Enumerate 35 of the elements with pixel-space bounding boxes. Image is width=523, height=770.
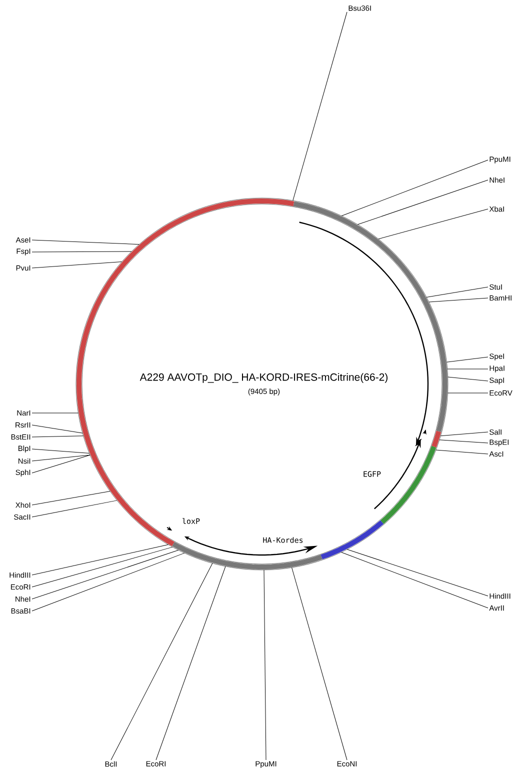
leader-line [436,450,488,454]
leader-line [292,567,348,760]
leader-line [264,570,266,760]
leader-line [32,262,122,268]
leader-line [440,432,488,436]
leader-line [110,563,213,760]
leader-line [357,180,488,225]
leader-line [346,549,488,596]
leader-line [32,552,185,612]
leader-line [32,454,90,474]
leader-line [32,412,79,414]
leader-line [32,491,110,506]
leader-line [426,286,488,298]
leader-line [32,500,118,518]
map-title: A229 AAVOTp_DIO_ HA-KORD-IRES-mCitrine(66-2) [140,373,388,383]
leader-line [32,550,179,600]
leader-line [32,240,140,245]
leader-line [32,436,84,438]
leader-line [447,368,488,370]
leader-line [341,552,488,608]
leader-line [446,356,488,362]
leader-line [448,376,488,382]
leader-line [32,251,132,252]
leader-line [32,424,83,434]
leader-line [341,160,488,216]
leader-line [32,454,90,462]
leader-line [32,546,173,588]
leader-line [448,392,488,394]
leader-line [156,566,226,760]
leader-line [32,544,168,576]
leader-line [428,298,488,302]
leader-line [32,448,90,454]
leader-line [292,12,348,201]
leader-line [378,208,488,240]
leader-line [439,440,488,444]
